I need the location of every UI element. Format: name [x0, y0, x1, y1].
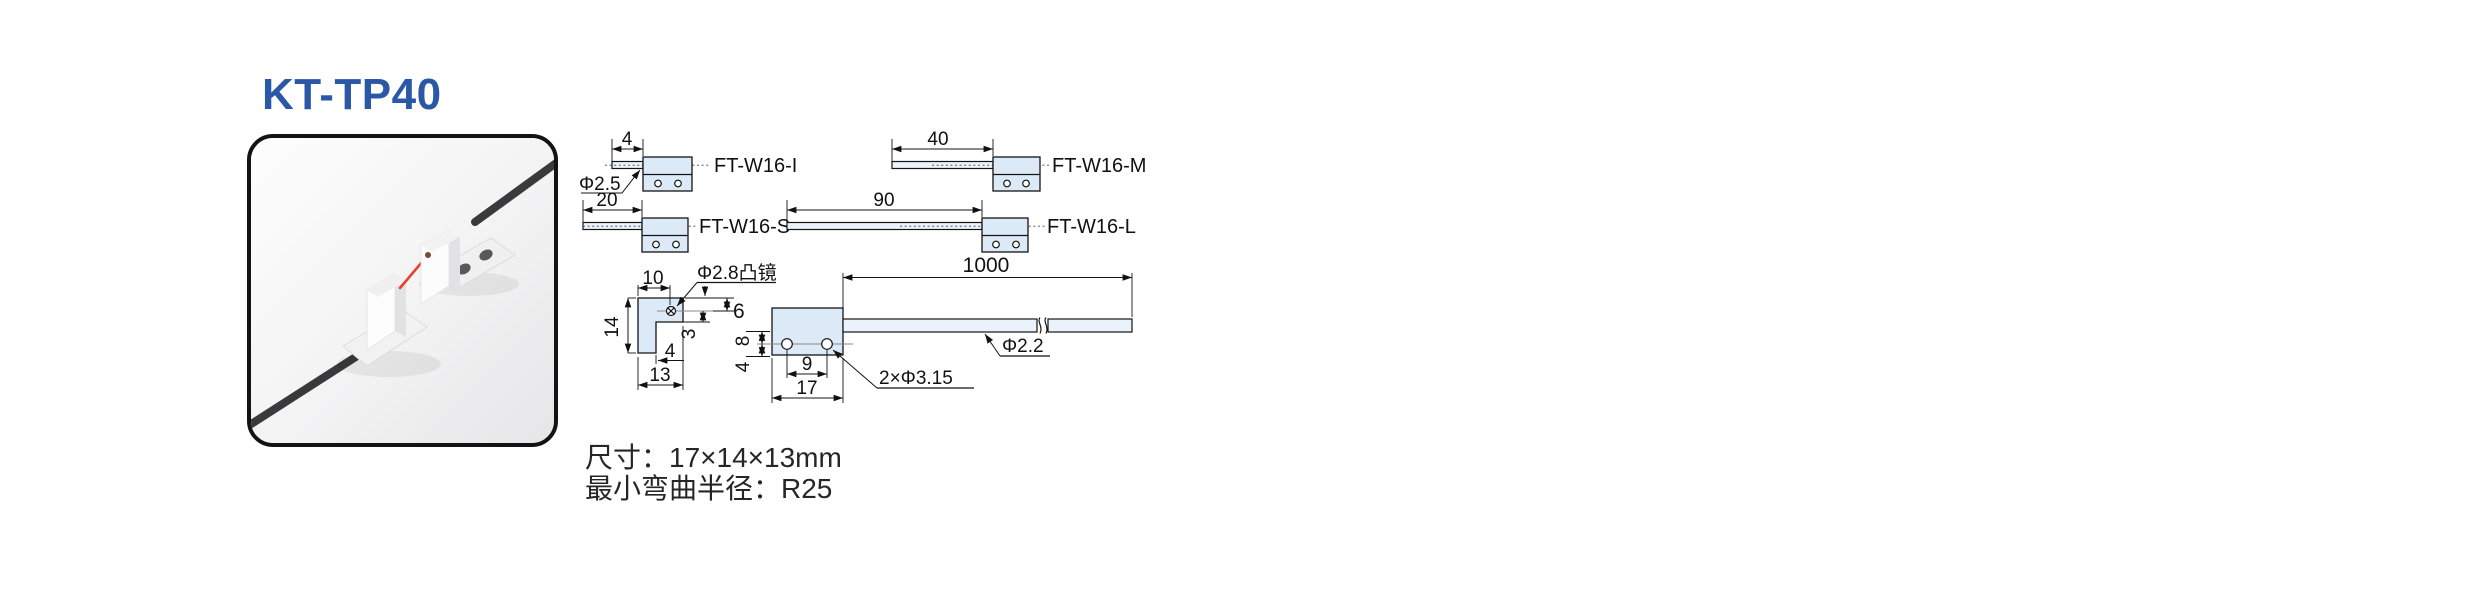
- technical-drawing: 4 Φ2.5 FT-W16-I 40 FT-W16-M: [579, 129, 1146, 403]
- tip-diameter-label: Φ2.5: [579, 174, 621, 195]
- spec-size: 尺寸：17×14×13mm: [585, 442, 842, 473]
- lens-hole: [425, 252, 431, 258]
- left-block-shadow: [337, 351, 441, 377]
- variant-ft-w16-s: 20 FT-W16-S: [582, 190, 790, 253]
- spec-text: 尺寸：17×14×13mm 最小弯曲半径：R25: [585, 442, 842, 504]
- front-view: 1000 Φ2.2 8 4 9 17 2×Φ3.15: [733, 254, 1133, 403]
- dim-side-top: 10: [642, 268, 663, 289]
- dim-front-width: 17: [796, 378, 817, 399]
- product-photo-illustration: [251, 138, 554, 443]
- dim-side-bottom: 13: [649, 365, 670, 386]
- dim-hole-pitch: 9: [802, 354, 813, 375]
- variant-ft-w16-i: 4 Φ2.5 FT-W16-I: [579, 129, 797, 195]
- fiber-cable-left: [251, 347, 369, 429]
- label-ft-w16-i: FT-W16-I: [714, 155, 797, 177]
- left-sensor-block: [342, 273, 428, 367]
- label-ft-w16-s: FT-W16-S: [699, 216, 790, 238]
- dim-tip-s: 20: [596, 190, 617, 211]
- variant-ft-w16-l: 90 FT-W16-L: [786, 190, 1136, 253]
- dim-lens-step: 3: [679, 329, 700, 340]
- dim-front-upper: 8: [733, 336, 754, 347]
- product-photo: [247, 134, 558, 447]
- lens-label: Φ2.8凸镜: [697, 262, 777, 284]
- fiber-cable-bar: [842, 318, 1038, 333]
- fiber-cable-right: [471, 159, 554, 226]
- spec-bend-radius: 最小弯曲半径：R25: [585, 473, 833, 504]
- dim-tip-i: 4: [622, 129, 633, 150]
- cable-diameter-label: Φ2.2: [1002, 336, 1044, 357]
- dim-side-leg: 4: [665, 341, 676, 362]
- right-sensor-block: [420, 229, 516, 305]
- dim-cable-length: 1000: [963, 254, 1010, 277]
- dim-front-lower: 4: [733, 361, 754, 372]
- dim-side-height: 14: [602, 316, 623, 338]
- label-ft-w16-m: FT-W16-M: [1052, 155, 1146, 177]
- variant-ft-w16-m: 40 FT-W16-M: [891, 129, 1146, 192]
- side-view: 10 Φ2.8凸镜 14 6 3 4: [602, 262, 777, 390]
- dim-lens-top: 6: [733, 300, 745, 323]
- product-title: KT-TP40: [262, 70, 442, 119]
- dim-tip-m: 40: [927, 129, 948, 150]
- dim-tip-l: 90: [873, 190, 894, 211]
- mount-holes-label: 2×Φ3.15: [879, 368, 953, 389]
- label-ft-w16-l: FT-W16-L: [1047, 216, 1136, 238]
